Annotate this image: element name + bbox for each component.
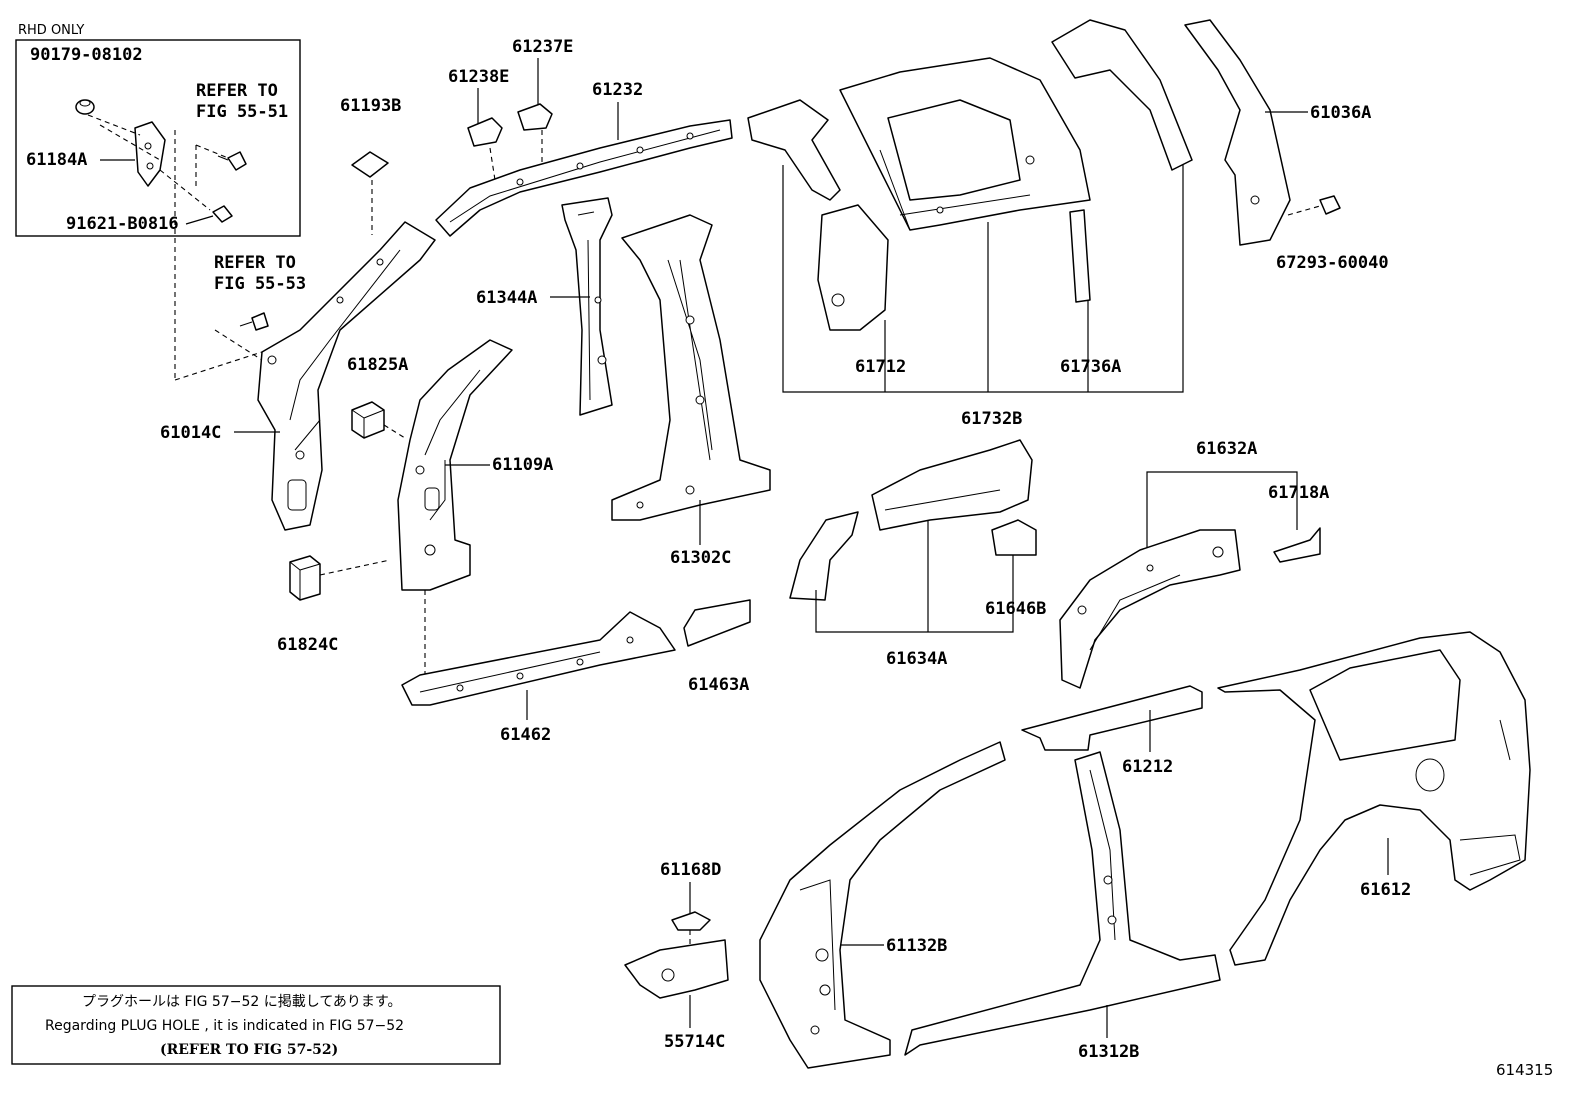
- part-label-61109A[interactable]: 61109A: [492, 455, 553, 475]
- quarter-panel-61612: [1217, 631, 1531, 966]
- bracket-61736A: [1069, 209, 1091, 303]
- part-label-61232[interactable]: 61232: [592, 80, 643, 100]
- quarter-inner-61732B: [839, 57, 1091, 231]
- inset-leader-lines: [87, 114, 229, 380]
- nut-icon: [75, 99, 95, 115]
- part-label-61634A[interactable]: 61634A: [886, 649, 947, 669]
- rhd-only-label: RHD ONLY: [18, 23, 84, 38]
- note-japanese: プラグホールは FIG 57−52 に掲載してあります。: [82, 994, 402, 1010]
- block-61825A: [351, 401, 385, 439]
- side-outer-61132B: [759, 741, 1006, 1069]
- part-label-61238E[interactable]: 61238E: [448, 67, 509, 87]
- note-refer-fig-57-52[interactable]: (REFER TO FIG 57-52): [160, 1042, 338, 1058]
- part-label-55714C[interactable]: 55714C: [664, 1032, 725, 1052]
- plug-hole-note-box: [11, 985, 501, 1065]
- part-label-61825A[interactable]: 61825A: [347, 355, 408, 375]
- roof-rail-61232: [435, 119, 733, 237]
- part-label-61132B[interactable]: 61132B: [886, 936, 947, 956]
- part-label-61312B[interactable]: 61312B: [1078, 1042, 1139, 1062]
- part-label-61302C[interactable]: 61302C: [670, 548, 731, 568]
- bracket-55714C: [624, 939, 729, 999]
- group-bracket-61634A: [815, 555, 1014, 633]
- refer-to-label: REFER TO: [196, 81, 278, 101]
- part-label-61344A[interactable]: 61344A: [476, 288, 537, 308]
- note-english: Regarding PLUG HOLE , it is indicated in…: [45, 1018, 404, 1034]
- back-panel-side-61036A: [1184, 19, 1291, 246]
- part-label-67293-60040[interactable]: 67293-60040: [1276, 253, 1389, 273]
- side-outer-61312B: [904, 751, 1221, 1056]
- refer-fig-55-51-label[interactable]: FIG 55-51: [196, 102, 288, 122]
- part-label-61646B[interactable]: 61646B: [985, 599, 1046, 619]
- part-label-61732B[interactable]: 61732B: [961, 409, 1022, 429]
- part-label-61632A[interactable]: 61632A: [1196, 439, 1257, 459]
- part-label-61237E[interactable]: 61237E: [512, 37, 573, 57]
- pad-61193B: [351, 151, 389, 178]
- quarter-upper-panel: [1051, 19, 1193, 171]
- part-label-61193B[interactable]: 61193B: [340, 96, 401, 116]
- bracket-61168D: [671, 911, 711, 931]
- rocker-61462: [401, 611, 676, 706]
- quarter-inner-61712: [747, 99, 889, 331]
- part-label-61462[interactable]: 61462: [500, 725, 551, 745]
- rhd-inset-box: [15, 39, 301, 237]
- refer-to-label-2: REFER TO: [214, 253, 296, 273]
- front-pillar-61109A: [397, 339, 513, 591]
- part-label-61184A[interactable]: 61184A: [26, 150, 87, 170]
- part-label-61718A[interactable]: 61718A: [1268, 483, 1329, 503]
- group-bracket-61632A: [1146, 471, 1298, 548]
- figure-number: 614315: [1496, 1061, 1553, 1079]
- wheelhouse-outer-61632A: [1059, 529, 1241, 689]
- part-label-61212[interactable]: 61212: [1122, 757, 1173, 777]
- bracket-61718A: [1273, 527, 1321, 563]
- rocker-ext-61463A: [683, 599, 751, 647]
- part-label-61736A[interactable]: 61736A: [1060, 357, 1121, 377]
- part-label-91621-B0816[interactable]: 91621-B0816: [66, 214, 179, 234]
- part-label-61014C[interactable]: 61014C: [160, 423, 221, 443]
- part-label-61168D[interactable]: 61168D: [660, 860, 721, 880]
- part-label-61712[interactable]: 61712: [855, 357, 906, 377]
- refer-fig-55-53-label[interactable]: FIG 55-53: [214, 274, 306, 294]
- refer-leader: [174, 329, 263, 381]
- bolt-91621-icon: [212, 205, 233, 223]
- part-label-61824C[interactable]: 61824C: [277, 635, 338, 655]
- bracket-61238E: [467, 117, 503, 147]
- group-bracket-61732B: [782, 165, 1184, 393]
- center-pillar-61302C: [611, 214, 771, 521]
- a-pillar-61014C: [257, 221, 436, 531]
- clip-67293-icon: [1319, 195, 1341, 215]
- bolt-icon-2: [239, 312, 269, 331]
- b-pillar-reinf-61344A: [561, 197, 613, 416]
- part-label-61463A[interactable]: 61463A: [688, 675, 749, 695]
- bolt-icon: [217, 151, 247, 171]
- wheelhouse-61634A: [789, 439, 1037, 601]
- part-label-90179-08102[interactable]: 90179-08102: [30, 45, 143, 65]
- block-61824C: [289, 555, 321, 601]
- bracket-61237E: [517, 103, 553, 131]
- part-label-61612[interactable]: 61612: [1360, 880, 1411, 900]
- roof-side-rail-61212: [1021, 685, 1203, 751]
- part-label-61036A[interactable]: 61036A: [1310, 103, 1371, 123]
